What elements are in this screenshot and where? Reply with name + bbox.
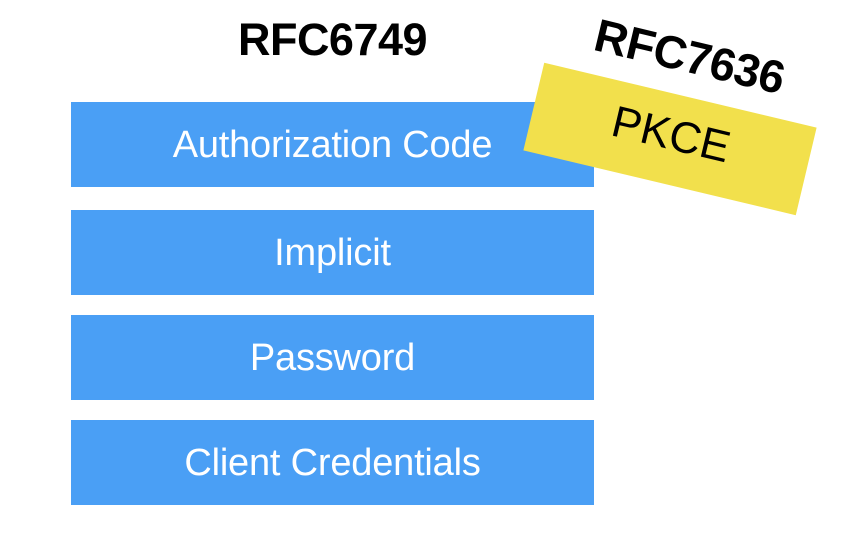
grant-type-bar-client-credentials: Client Credentials <box>71 420 594 505</box>
grant-type-label: Client Credentials <box>184 441 481 484</box>
rfc6749-spec-heading: RFC6749 <box>237 14 428 65</box>
pkce-extension-sticker: RFC7636 PKCE <box>523 9 817 216</box>
grant-type-bar-password: Password <box>71 315 594 400</box>
grant-type-bar-implicit: Implicit <box>71 210 594 295</box>
grant-type-label: Implicit <box>274 231 391 274</box>
grant-type-bar-authorization-code: Authorization Code <box>71 102 594 187</box>
grant-type-label: Authorization Code <box>172 123 493 166</box>
grant-type-label: Password <box>249 336 416 379</box>
